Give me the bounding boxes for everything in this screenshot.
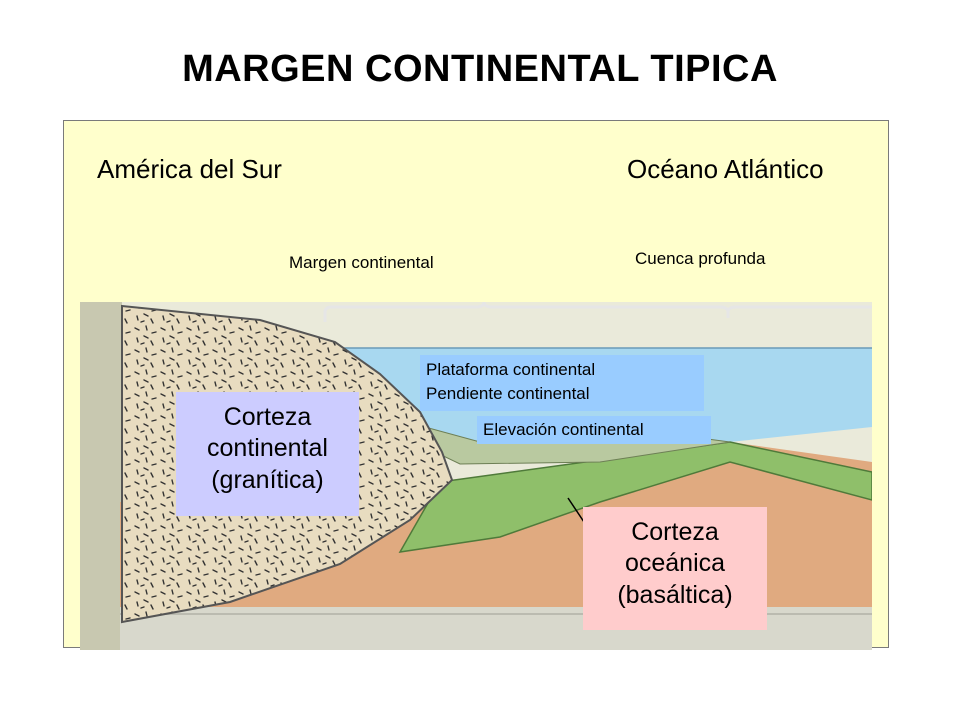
left-region-label: América del Sur [97,154,282,184]
right-region-label: Océano Atlántico [627,154,824,184]
continental-crust-line-1: Corteza [223,403,312,431]
page-title: MARGEN CONTINENTAL TIPICA [182,48,778,90]
margin-bracket [323,302,730,322]
shelf-label: Plataforma continental [426,360,596,379]
basin-label: Cuenca profunda [635,249,766,268]
oceanic-crust-line-3: (basáltica) [617,580,733,609]
oceanic-crust-line-2: oceánica [624,549,726,578]
continental-crust-label: Corteza continental (granítica) [176,392,359,516]
left-edge-band [80,302,122,650]
oceanic-crust-line-1: Corteza [631,518,719,546]
continental-crust-line-2: continental [207,434,328,463]
oceanic-crust [398,441,872,553]
continental-crust-line-3: (granítica) [211,465,324,494]
basin-bracket [726,305,872,318]
slope-label: Pendiente continental [426,384,590,403]
oceanic-crust-label: Corteza oceánica (basáltica) [583,507,767,630]
margin-label: Margen continental [289,253,434,272]
shelf-slope-label-box: Plataforma continental Pendiente contine… [420,355,704,411]
rise-label: Elevación continental [477,416,711,444]
